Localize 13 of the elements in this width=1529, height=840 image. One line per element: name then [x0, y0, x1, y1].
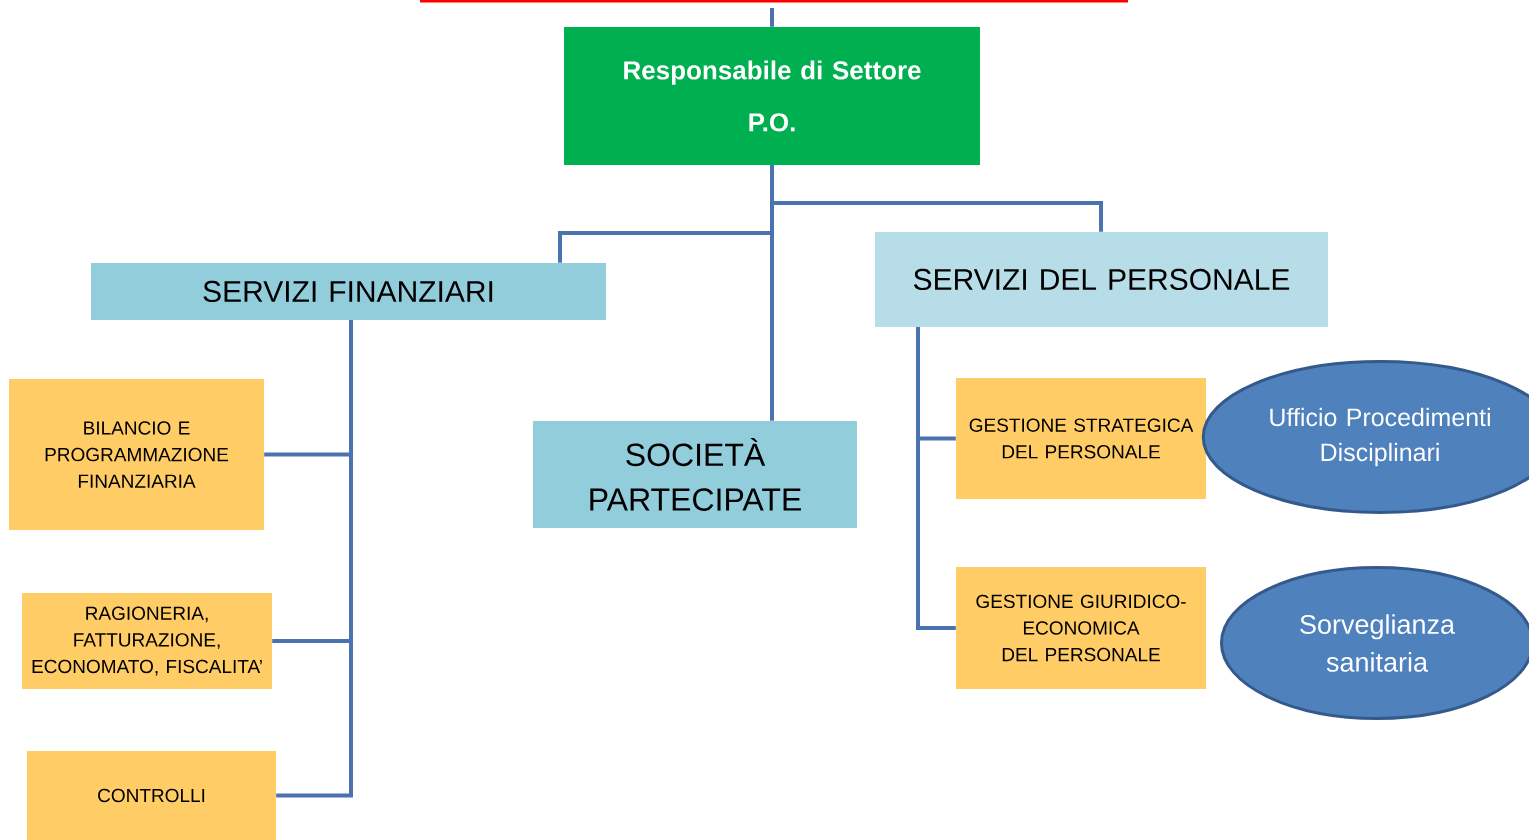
connector-line: [770, 8, 774, 27]
office-box: GESTIONE GIURIDICO-ECONOMICA DEL PERSONALE: [956, 567, 1206, 689]
connector-line: [770, 165, 1103, 232]
connector-line: [276, 320, 353, 798]
office-box: GESTIONE STRATEGICA DEL PERSONALE: [956, 378, 1206, 499]
office-box: BILANCIO E PROGRAMMAZIONE FINANZIARIA: [9, 379, 264, 530]
office-box: RAGIONERIA, FATTURAZIONE, ECONOMATO, FISCALITA’: [22, 593, 272, 689]
office-box: CONTROLLI: [27, 751, 276, 840]
department-box: SERVIZI DEL PERSONALE: [875, 232, 1328, 327]
department-box: SERVIZI FINANZIARI: [91, 263, 606, 320]
department-box: SOCIETÀ PARTECIPATE: [533, 421, 857, 528]
connector-line: [916, 327, 956, 630]
heading-box: Responsabile di Settore P.O.: [564, 27, 980, 165]
